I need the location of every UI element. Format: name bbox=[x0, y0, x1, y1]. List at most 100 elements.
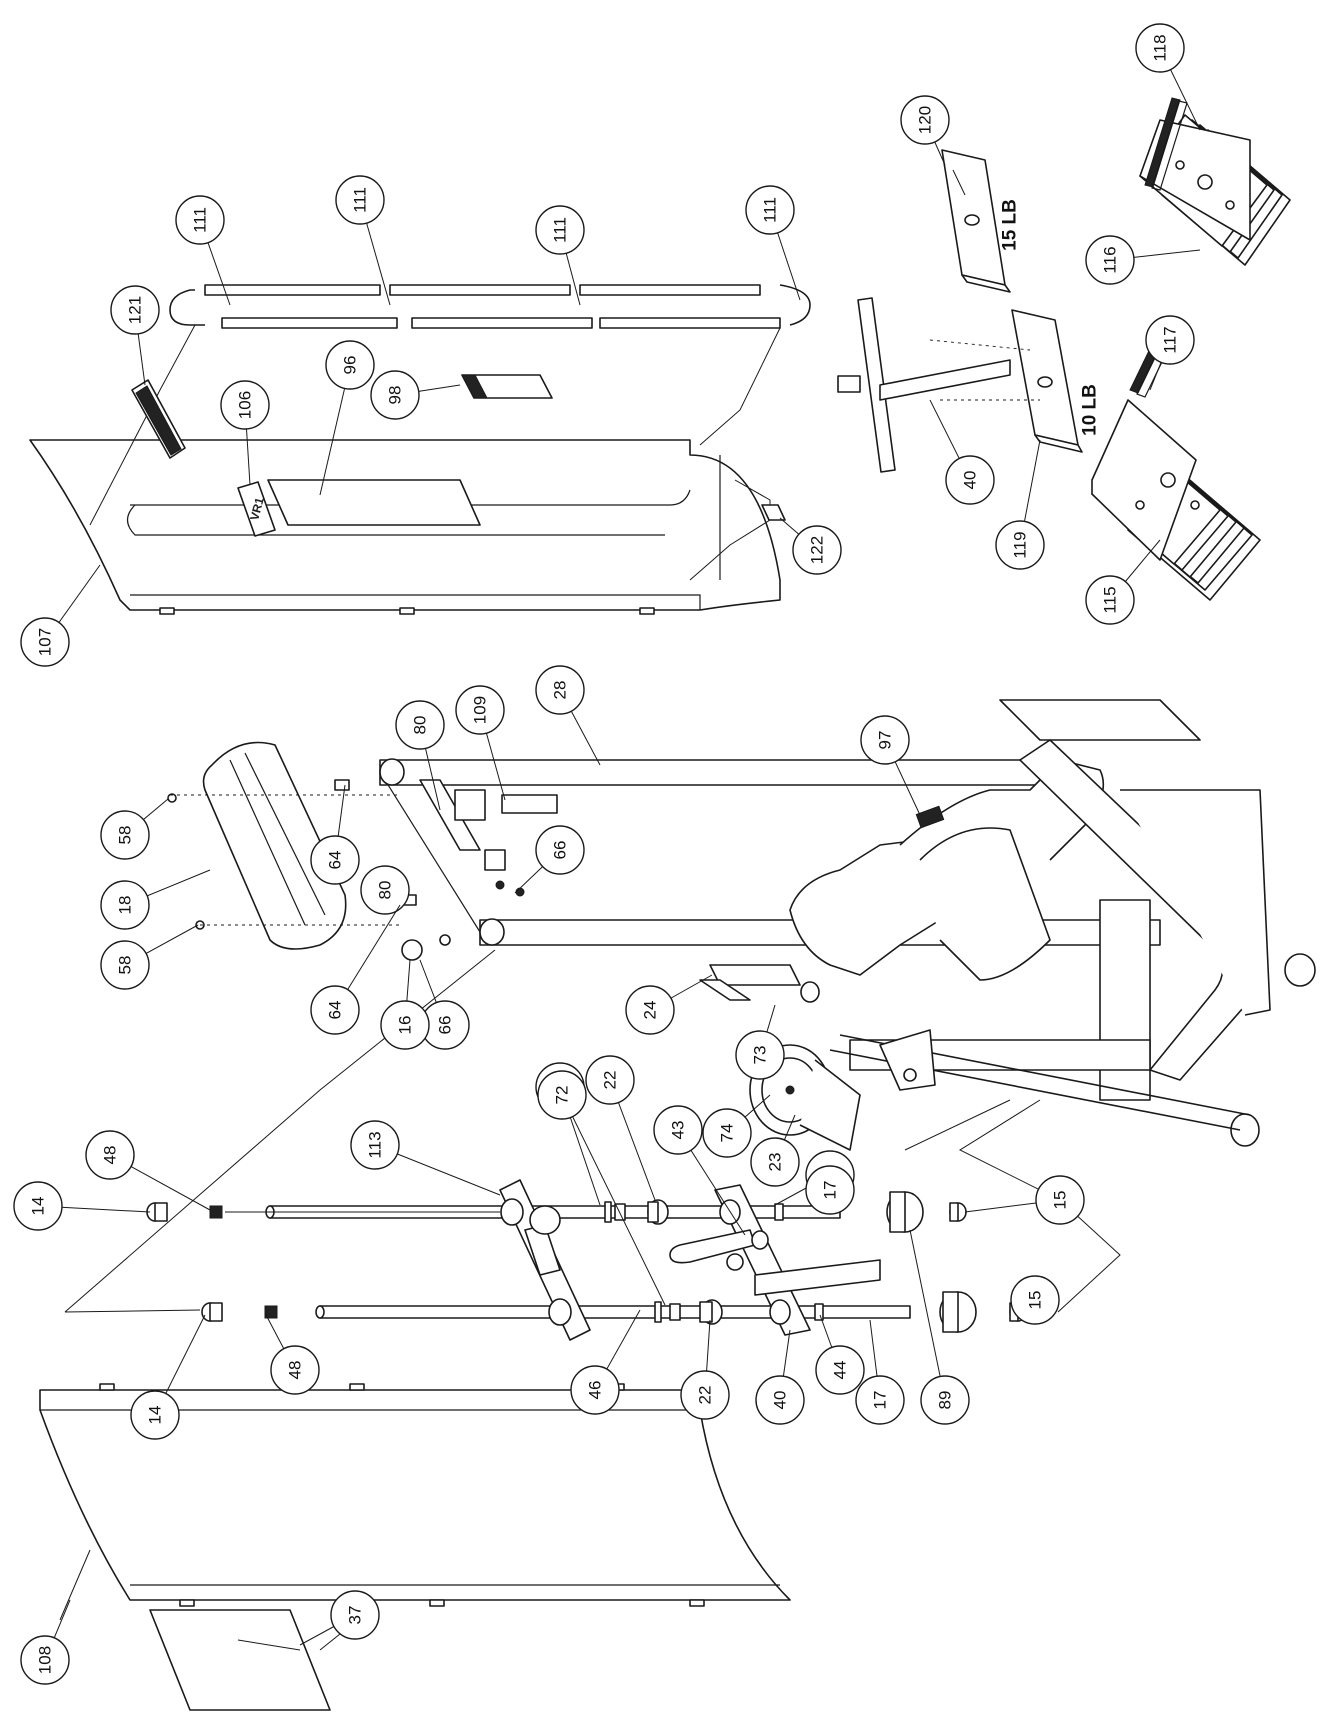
callout-number: 119 bbox=[1011, 531, 1030, 558]
callout-number: 117 bbox=[1161, 326, 1180, 353]
callout-number: 108 bbox=[36, 1646, 55, 1674]
callout-bubble-122: 122 bbox=[792, 525, 842, 575]
callout-number: 72 bbox=[553, 1086, 572, 1105]
decal-98 bbox=[461, 374, 553, 399]
callout-bubble-17: 17 bbox=[855, 1375, 905, 1425]
callout-number: 40 bbox=[771, 1391, 790, 1410]
callout-bubble-115: 115 bbox=[1085, 575, 1135, 625]
callout-bubble-40: 40 bbox=[755, 1375, 805, 1425]
crossmember bbox=[419, 779, 506, 871]
hardware-small bbox=[167, 779, 558, 961]
callout-number: 74 bbox=[718, 1124, 737, 1143]
part-callouts: 118 116 117 115 120 119 40 111 111 111 111 121 106 96… bbox=[13, 23, 1201, 1685]
callout-number: 17 bbox=[821, 1181, 840, 1200]
callout-bubble-66: 66 bbox=[535, 825, 585, 875]
callout-bubble-24: 24 bbox=[625, 985, 675, 1035]
rod-ends bbox=[146, 1191, 1027, 1333]
callout-number: 23 bbox=[766, 1153, 785, 1172]
callout-bubble-113: 113 bbox=[350, 1120, 400, 1170]
callout-number: 113 bbox=[366, 1131, 385, 1158]
callout-number: 118 bbox=[1151, 34, 1170, 61]
callout-bubble-37: 37 bbox=[330, 1590, 380, 1640]
callout-number: 120 bbox=[916, 106, 935, 134]
callout-number: 122 bbox=[808, 536, 827, 564]
base-frame bbox=[829, 699, 1316, 1147]
callout-number: 14 bbox=[29, 1197, 48, 1216]
weight-plates-116 bbox=[1139, 114, 1291, 266]
callout-bubble-18: 18 bbox=[100, 880, 150, 930]
callout-bubble-58: 58 bbox=[100, 810, 150, 860]
callout-number: 44 bbox=[831, 1361, 850, 1380]
callout-number: 96 bbox=[341, 356, 360, 375]
guide-rod-lower-17 bbox=[315, 1305, 911, 1319]
callout-number: 58 bbox=[116, 956, 135, 975]
shroud-107 bbox=[29, 284, 811, 615]
callout-bubble-111: 111 bbox=[335, 175, 385, 225]
callout-bubble-48: 48 bbox=[270, 1345, 320, 1395]
callout-bubble-119: 119 bbox=[995, 520, 1045, 570]
callout-bubble-58: 58 bbox=[100, 940, 150, 990]
callout-bubble-111: 111 bbox=[745, 185, 795, 235]
callout-number: 17 bbox=[871, 1391, 890, 1410]
callout-bubble-15: 15 bbox=[1010, 1275, 1060, 1325]
callout-bubble-106: 106 bbox=[220, 380, 270, 430]
callout-bubble-40: 40 bbox=[945, 455, 995, 505]
top-plate-113 bbox=[499, 1179, 591, 1341]
pop-pin-43 bbox=[669, 1229, 769, 1264]
callout-number: 111 bbox=[551, 217, 570, 243]
callout-bubble-16: 16 bbox=[380, 1000, 430, 1050]
handle-24 bbox=[699, 964, 820, 1003]
callout-number: 111 bbox=[351, 187, 370, 213]
callout-bubble-111: 111 bbox=[175, 195, 225, 245]
callout-number: 22 bbox=[696, 1386, 715, 1405]
callout-number: 15 bbox=[1051, 1191, 1070, 1210]
carriage-40 bbox=[714, 1184, 881, 1336]
callout-leader bbox=[561, 1094, 666, 1306]
callout-leader bbox=[909, 1229, 946, 1401]
callout-bubble-23: 23 bbox=[750, 1137, 800, 1187]
callout-bubble-116: 116 bbox=[1085, 235, 1135, 285]
label-122 bbox=[761, 504, 786, 521]
callout-bubble-117: 117 bbox=[1145, 315, 1195, 365]
weight-plates-115 bbox=[1091, 399, 1261, 601]
callout-number: 106 bbox=[236, 391, 255, 419]
callout-number: 115 bbox=[1101, 586, 1120, 613]
callout-bubble-80: 80 bbox=[395, 700, 445, 750]
callout-number: 89 bbox=[936, 1391, 955, 1410]
callout-bubble-74: 74 bbox=[702, 1108, 752, 1158]
weight-10lb-119 bbox=[929, 309, 1083, 453]
callout-number: 48 bbox=[286, 1361, 305, 1380]
callout-bubble-43: 43 bbox=[653, 1105, 703, 1155]
callout-number: 98 bbox=[386, 386, 405, 405]
callout-bubble-118: 118 bbox=[1135, 23, 1185, 73]
callout-bubble-98: 98 bbox=[370, 370, 420, 420]
callout-bubble-96: 96 bbox=[325, 340, 375, 390]
callout-bubble-109: 109 bbox=[455, 685, 505, 735]
weight-label-15lb: 15 LB bbox=[1000, 199, 1021, 251]
callout-number: 80 bbox=[376, 881, 395, 900]
callout-bubble-14: 14 bbox=[130, 1390, 180, 1440]
callout-bubble-46: 46 bbox=[570, 1365, 620, 1415]
decal-121 bbox=[131, 379, 186, 459]
callout-bubble-28: 28 bbox=[535, 665, 585, 715]
weight-label-10lb: 10 LB bbox=[1080, 384, 1101, 436]
callout-number: 46 bbox=[586, 1381, 605, 1400]
callout-number: 80 bbox=[411, 716, 430, 735]
callout-number: 18 bbox=[116, 896, 135, 915]
callout-bubble-22: 22 bbox=[585, 1055, 635, 1105]
callout-bubble-121: 121 bbox=[110, 285, 160, 335]
back-pad-18 bbox=[202, 741, 347, 950]
callout-number: 48 bbox=[101, 1146, 120, 1165]
callout-bubble-89: 89 bbox=[920, 1375, 970, 1425]
callout-bubble-48: 48 bbox=[85, 1130, 135, 1180]
callout-number: 111 bbox=[761, 197, 780, 223]
callout-bubble-22: 22 bbox=[680, 1370, 730, 1420]
callout-number: 16 bbox=[396, 1016, 415, 1035]
decal-96 bbox=[267, 479, 481, 526]
callout-number: 28 bbox=[551, 681, 570, 700]
vr1-logo-text: VR1 bbox=[247, 496, 267, 522]
callout-bubble-14: 14 bbox=[13, 1181, 63, 1231]
callout-number: 14 bbox=[146, 1406, 165, 1425]
callout-bubble-72: 72 bbox=[537, 1070, 587, 1120]
